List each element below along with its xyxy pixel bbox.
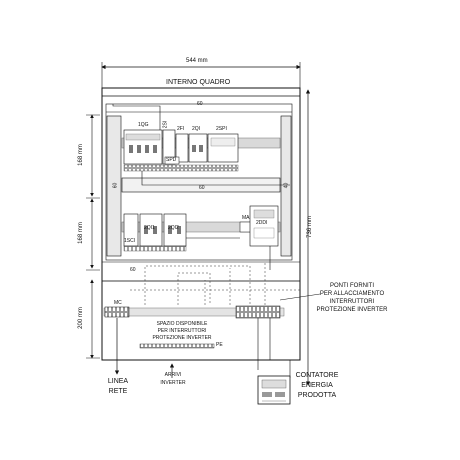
bridges-line-4: PROTEZIONE INVERTER xyxy=(316,307,388,313)
section-middle-label: 168 mm xyxy=(78,222,84,244)
top-terminals xyxy=(123,164,239,172)
mounting-plate xyxy=(105,103,293,261)
bridges-note: PONTI FORNITI PER ALLACCIAMENTO INTERRUT… xyxy=(312,283,392,313)
label-PE: PE xyxy=(216,342,223,348)
label-2DDI: 2DDI xyxy=(256,220,268,226)
available-space-line-1: SPAZIO DISPONIBILE xyxy=(156,321,208,327)
label-1SCI: 1SCI xyxy=(124,238,136,244)
bridges-line-3: INTERRUTTORI xyxy=(329,299,375,305)
rail-dim-2: 60 xyxy=(199,185,205,191)
device-2FI xyxy=(175,133,189,163)
inverter-line-2: INVERTER xyxy=(160,380,186,386)
device-SPD xyxy=(164,156,180,165)
bridges-line-2: PER ALLACCIAMENTO xyxy=(319,291,385,297)
terminal-block-MC xyxy=(104,306,130,318)
available-space-note: SPAZIO DISPONIBILE PER INTERRUTTORI PROT… xyxy=(150,322,214,341)
meter-line-2: ENERGIA xyxy=(301,382,333,389)
bridges-line-1: PONTI FORNITI xyxy=(330,283,374,289)
label-2QI2: 2QI2 xyxy=(168,225,179,231)
height-label: 736 mm xyxy=(307,216,313,238)
rail-dim-5: 40 xyxy=(283,182,290,189)
rail-dim-4: 60 xyxy=(130,267,136,273)
label-2QI1: 2QI1 xyxy=(144,225,155,231)
pe-bar xyxy=(139,343,215,349)
label-SPD: SPD xyxy=(166,157,177,163)
inverter-connection-label: ARRIVI INVERTER xyxy=(156,373,190,386)
bridges-pointer xyxy=(279,293,321,301)
section-bottom-label: 200 mm xyxy=(78,307,84,329)
din-rail-middle xyxy=(121,221,281,233)
width-label: 544 mm xyxy=(186,58,208,64)
rail-dim-3: 60 xyxy=(112,182,119,189)
wire-top-1 xyxy=(112,104,161,130)
section-top-label: 168 mm xyxy=(78,144,84,166)
label-2FI: 2FI xyxy=(177,126,185,132)
label-MA: MA xyxy=(242,215,250,221)
label-1QG: 1QG xyxy=(138,122,149,128)
panel-title: INTERNO QUADRO xyxy=(166,79,231,86)
middle-terminals xyxy=(123,245,187,252)
available-space-line-3: PROTEZIONE INVERTER xyxy=(152,335,212,341)
grid-line-1: LINEA xyxy=(107,378,129,385)
meter-line-3: PRODOTTA xyxy=(297,392,337,399)
bridge-terminals xyxy=(235,305,281,319)
grid-line-2: RETE xyxy=(108,388,128,395)
rail-dim-1: 60 xyxy=(197,101,203,107)
wire-top-2 xyxy=(141,171,290,186)
device-2QI xyxy=(188,133,208,163)
dashed-wiring xyxy=(130,262,300,305)
label-2QI: 2QI xyxy=(192,126,201,132)
label-2SI: 2SI xyxy=(162,120,169,129)
label-MC: MC xyxy=(114,300,122,306)
bottom-din-rail xyxy=(103,307,285,317)
grid-connection-label: LINEA RETE xyxy=(98,378,138,395)
right-cable-duct xyxy=(280,115,292,257)
inverter-line-1: ARRIVI xyxy=(164,372,182,378)
meter-label: CONTATORE ENERGIA PRODOTTA xyxy=(292,372,342,399)
label-2SPI: 2SPI xyxy=(216,126,227,132)
available-space-line-2: PER INTERRUTTORI xyxy=(157,328,207,334)
left-cable-duct xyxy=(106,115,122,257)
meter-line-1: CONTATORE xyxy=(295,372,339,379)
